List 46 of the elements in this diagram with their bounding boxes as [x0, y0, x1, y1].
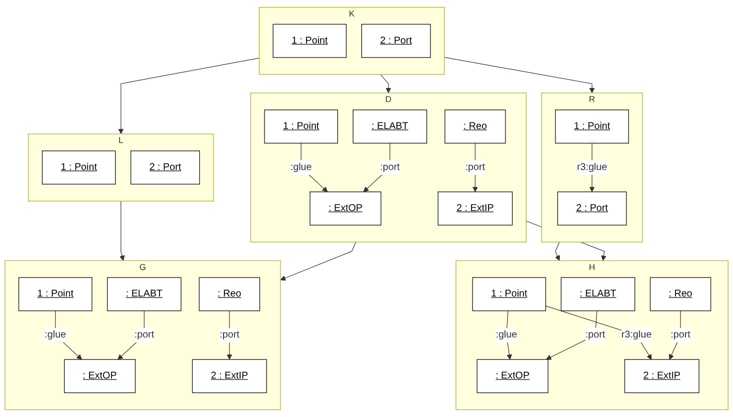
node-box: : ELABT — [352, 110, 428, 144]
edge-label: :port — [380, 162, 400, 172]
node-box: : ExtOP — [310, 192, 382, 226]
edge-label: :glue — [44, 330, 66, 340]
edge-label: r3:glue — [621, 330, 652, 340]
node-box: : ExtOP — [64, 359, 136, 394]
node-box: 2 : Port — [557, 192, 627, 226]
edge-label: :port — [134, 330, 154, 340]
arrow — [118, 58, 260, 134]
arrow — [300, 142, 328, 192]
node-box: 1 : Point — [18, 277, 92, 312]
arrow — [444, 57, 595, 94]
node-box: 2 : ExtIP — [624, 359, 700, 394]
arrow — [668, 310, 681, 360]
node-box: : ExtOP — [476, 359, 548, 394]
arrow — [118, 310, 145, 360]
node-box: 1 : Point — [264, 110, 338, 144]
node-box: : ELABT — [560, 277, 636, 312]
node-box: 2 : ExtIP — [438, 192, 513, 226]
arrow — [119, 200, 125, 261]
edge-label: :port — [220, 330, 240, 340]
arrow — [554, 242, 560, 261]
arrow — [506, 310, 512, 360]
node-box: 2 : ExtIP — [192, 359, 267, 394]
node-box: : ELABT — [107, 277, 182, 312]
node-box: 1 : Point — [472, 277, 546, 312]
node-box: 2 : Port — [361, 24, 431, 58]
node-box: 1 : Point — [272, 24, 347, 58]
node-box: : Reo — [198, 277, 260, 312]
arrow — [472, 142, 478, 192]
node-box: 1 : Point — [42, 150, 116, 184]
edge-label: :port — [465, 162, 486, 172]
arrow — [55, 310, 82, 360]
edge-label: :port — [585, 330, 606, 340]
node-box: : Reo — [650, 277, 712, 312]
node-box: : Reo — [444, 110, 506, 144]
node-box: 1 : Point — [555, 110, 629, 144]
arrow — [380, 74, 392, 94]
edge-label: :port — [670, 330, 690, 340]
edge-label: r3:glue — [576, 162, 608, 172]
edge-label: :glue — [290, 162, 312, 172]
arrow — [280, 242, 356, 281]
arrow — [226, 310, 232, 360]
node-box: 2 : Port — [130, 150, 200, 184]
arrow — [363, 142, 390, 192]
edge-label: :glue — [496, 330, 518, 340]
